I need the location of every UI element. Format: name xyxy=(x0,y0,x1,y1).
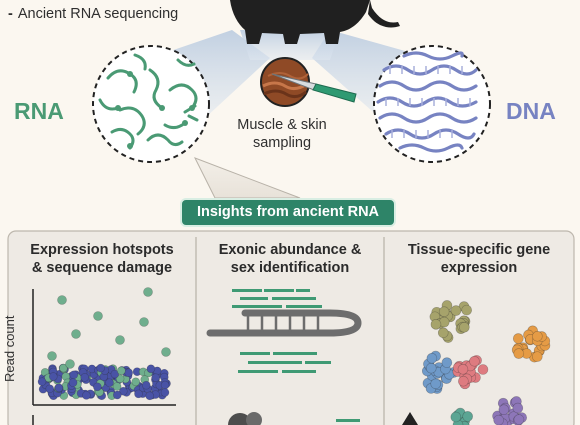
scatter-point xyxy=(65,359,75,369)
scatter-point xyxy=(112,382,122,391)
read-count-axis-label: Read count xyxy=(2,315,17,383)
cluster-point xyxy=(498,404,510,415)
scatter-point xyxy=(93,382,102,392)
scatter-point xyxy=(57,295,67,305)
cluster-point xyxy=(477,364,489,375)
scatter-point xyxy=(47,351,57,361)
panel1-title: Expression hotspots & sequence damage xyxy=(10,241,194,277)
scatter-point xyxy=(145,391,155,401)
panel3-title: Tissue-specific gene expression xyxy=(386,241,572,277)
panel1-title-line1: Expression hotspots xyxy=(30,242,174,258)
scatter-point xyxy=(119,386,128,396)
mammoth-silhouette-icon xyxy=(230,0,400,44)
scatter-point xyxy=(54,383,64,393)
dna-label: DNA xyxy=(506,98,556,124)
fan-right xyxy=(312,30,430,118)
cluster-point xyxy=(425,362,437,374)
scatter-point xyxy=(161,347,171,357)
scatter-point xyxy=(124,368,133,378)
cluster-point xyxy=(458,375,469,387)
panel2-graphic xyxy=(206,289,362,425)
cluster-point xyxy=(458,321,470,333)
scatter-point xyxy=(59,363,68,373)
scatter-point xyxy=(139,317,149,327)
scalpel-icon xyxy=(271,73,357,103)
cluster-point xyxy=(513,414,525,425)
cluster-point xyxy=(461,304,472,316)
cluster-point xyxy=(462,411,473,422)
sampling-label: Muscle & skin sampling xyxy=(218,116,346,152)
bullet-dash-icon: - xyxy=(8,6,13,22)
scatter-point xyxy=(134,389,143,399)
arrow-icon xyxy=(402,412,418,425)
cluster-point xyxy=(469,355,480,367)
fan-center xyxy=(240,30,340,60)
cluster-point xyxy=(426,353,438,364)
panel2-title-line1: Exonic abundance & xyxy=(218,242,362,258)
scatter-point xyxy=(115,374,125,384)
dna-circle xyxy=(373,45,491,163)
scatter-point xyxy=(82,391,91,400)
scatter-point xyxy=(117,366,126,376)
scatter-point xyxy=(160,388,170,397)
scatter-point xyxy=(146,364,156,374)
cluster-point xyxy=(513,348,525,359)
scatter-point xyxy=(96,363,105,373)
scatter-point xyxy=(37,377,47,386)
scatter-point xyxy=(45,384,55,394)
scatter-point xyxy=(143,287,153,297)
rna-circle xyxy=(92,45,210,163)
insights-title: Insights from ancient RNA xyxy=(180,198,396,227)
panel3-title-line1: Tissue-specific gene xyxy=(407,242,551,258)
cluster-point xyxy=(532,351,543,362)
scatter-point xyxy=(131,377,141,387)
sampling-line2: sampling xyxy=(252,135,312,151)
rna-label: RNA xyxy=(14,98,64,124)
tissue-sample-icon xyxy=(260,57,310,107)
cluster-point xyxy=(450,411,462,423)
cluster-point xyxy=(457,363,469,375)
cluster-point xyxy=(430,378,442,390)
scatter-point xyxy=(160,380,170,390)
tissue-clusters xyxy=(421,300,551,425)
callout-triangle xyxy=(193,157,301,199)
scatter-point xyxy=(105,378,114,388)
scatter-point xyxy=(48,372,58,381)
panel3-title-line2: expression xyxy=(440,260,518,276)
cluster-point xyxy=(532,331,543,342)
scatter-point xyxy=(69,370,79,380)
scatter-point xyxy=(93,311,103,321)
scatter-point xyxy=(71,329,81,339)
panel2-title: Exonic abundance & sex identification xyxy=(198,241,382,277)
scatter-point xyxy=(115,335,125,345)
cluster-point xyxy=(493,414,504,425)
bullet-text: Ancient RNA sequencing xyxy=(17,6,179,22)
fan-left xyxy=(150,30,270,118)
cluster-point xyxy=(450,305,462,316)
cluster-point xyxy=(438,306,450,318)
cluster-point xyxy=(512,402,524,414)
panel2-title-line2: sex identification xyxy=(230,260,350,276)
read-count-scatter xyxy=(37,287,171,401)
scatter-point xyxy=(68,378,78,387)
cluster-point xyxy=(430,319,442,330)
scatter-point xyxy=(80,373,90,382)
scatter-point xyxy=(151,373,161,382)
cluster-point xyxy=(441,357,453,368)
cluster-point xyxy=(437,327,449,339)
scatter-point xyxy=(110,369,120,379)
panel1-title-line2: & sequence damage xyxy=(31,260,173,276)
bullet-item: - Ancient RNA sequencing xyxy=(8,6,178,22)
cluster-point xyxy=(512,333,524,344)
scatter-point xyxy=(113,390,122,400)
sampling-line1: Muscle & skin xyxy=(237,117,327,133)
scatter-point xyxy=(141,380,151,390)
panel1-plot xyxy=(32,287,176,425)
